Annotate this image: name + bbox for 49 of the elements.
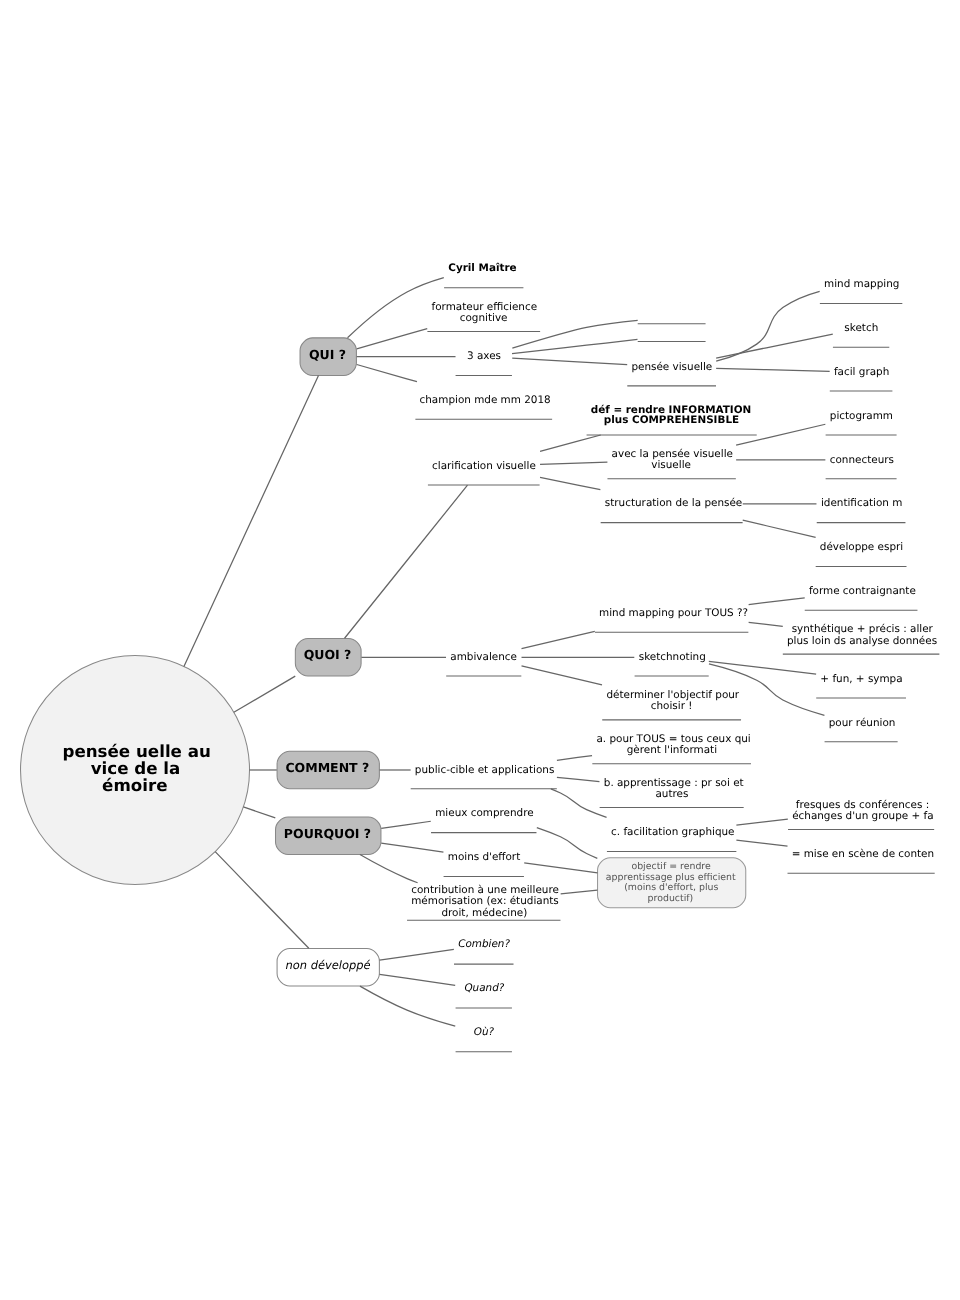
connector [748, 620, 784, 626]
connector [556, 775, 601, 782]
connector [511, 356, 628, 365]
connector [378, 972, 456, 985]
connector [380, 819, 432, 828]
node-circle: pensée uelle au vice de la émoire [20, 653, 251, 884]
connector [343, 483, 469, 638]
connector [539, 460, 609, 464]
connector [511, 318, 639, 348]
connector [708, 659, 817, 674]
connector [735, 422, 826, 445]
connector [539, 433, 602, 451]
connector [360, 655, 447, 657]
connector [520, 629, 596, 649]
connector [560, 888, 599, 894]
connector [735, 838, 789, 846]
connector [378, 768, 412, 770]
connector [742, 502, 818, 504]
connector [214, 850, 310, 948]
connector [233, 674, 296, 712]
connector [550, 787, 608, 817]
connector [556, 753, 593, 760]
connector [356, 327, 428, 349]
connector [735, 458, 826, 460]
connector [511, 337, 639, 354]
connector [715, 366, 831, 372]
connector [380, 841, 445, 852]
connector [520, 664, 603, 685]
connector [748, 596, 806, 605]
connector [536, 825, 598, 859]
connector [346, 275, 445, 338]
connector [378, 947, 455, 960]
connector [359, 984, 456, 1026]
connector [742, 518, 817, 537]
connector [248, 768, 278, 770]
connector [539, 475, 601, 490]
connector [356, 362, 418, 382]
node-line [637, 322, 707, 324]
connector [715, 332, 834, 358]
connector [523, 861, 599, 873]
connector [708, 662, 826, 715]
connector [242, 805, 276, 818]
node-line [637, 340, 707, 342]
connector [715, 289, 821, 361]
connector [520, 655, 635, 657]
connector [359, 852, 419, 883]
connector [735, 817, 789, 825]
connector [356, 355, 457, 357]
connector [183, 373, 320, 667]
